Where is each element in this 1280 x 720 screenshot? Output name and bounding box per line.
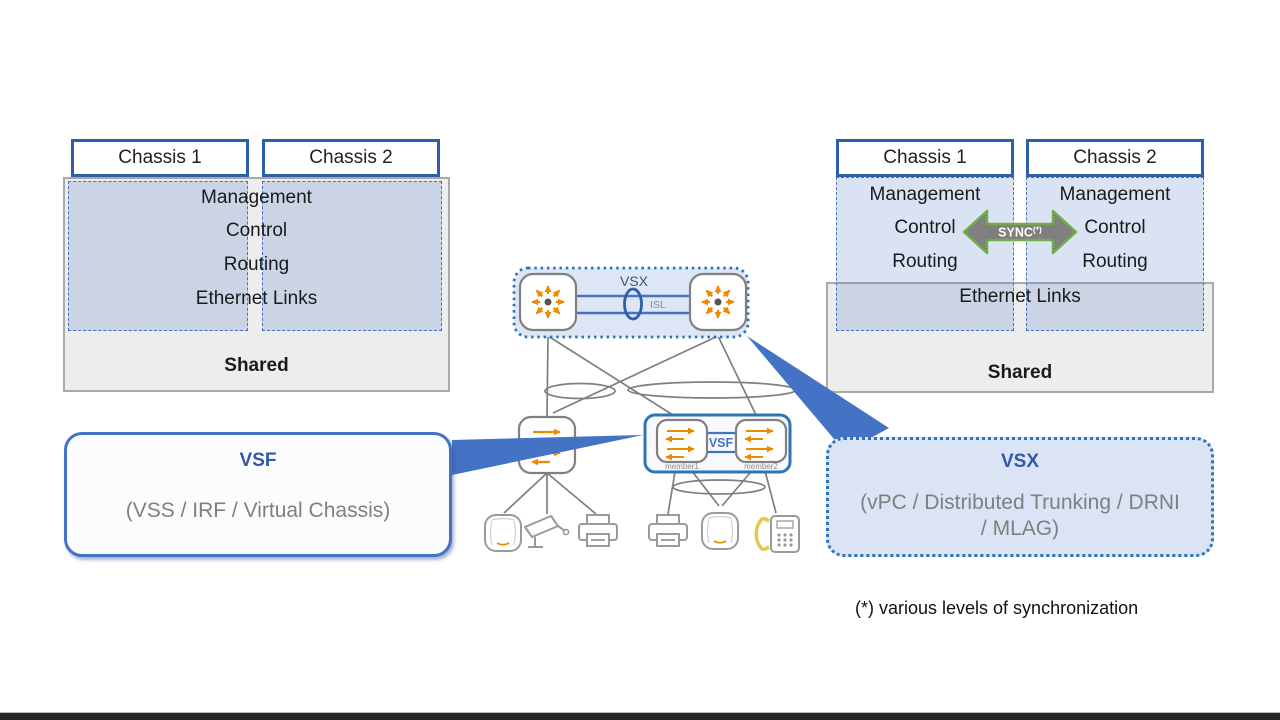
vsx-callout: VSX (vPC / Distributed Trunking / DRNI /…	[826, 437, 1214, 557]
right-c2-control: Control	[1084, 217, 1146, 239]
left-chassis2-tab: Chassis 2	[262, 139, 440, 177]
access-point-1-icon	[484, 514, 522, 552]
left-chassis1-panel	[68, 181, 248, 331]
right-c1-management: Management	[869, 183, 981, 205]
isl-lag-ellipse	[623, 287, 643, 321]
left-shared-box	[63, 177, 450, 392]
left-chassis1-label: Chassis 1	[118, 147, 202, 168]
right-chassis2-tab: Chassis 2	[1026, 139, 1204, 177]
vsx-callout-subtitle: (vPC / Distributed Trunking / DRNI / MLA…	[860, 491, 1180, 541]
right-chassis1-rows: Management Control Routing	[836, 178, 1014, 279]
right-chassis2-rows: Management Control Routing	[1026, 178, 1204, 279]
vsx-callout-beam	[747, 336, 889, 452]
core-switch-2-icon	[688, 272, 748, 332]
isl-links	[576, 287, 690, 321]
vsf-topology-label: VSF	[709, 436, 734, 450]
printer-2-icon	[648, 514, 688, 547]
right-chassis1-label: Chassis 1	[883, 147, 967, 168]
member1-label: member1	[665, 462, 699, 471]
right-c2-routing: Routing	[1082, 250, 1148, 272]
left-shared-rows: Management Control Routing Ethernet Link…	[63, 181, 450, 315]
sync-arrow-shape	[962, 209, 1078, 255]
sync-arrow: SYNC(*)	[962, 204, 1078, 260]
camera-icon	[524, 515, 570, 548]
member2-label: member2	[744, 462, 778, 471]
right-c2-management: Management	[1059, 183, 1171, 205]
left-chassis2-label: Chassis 2	[309, 147, 393, 168]
right-chassis2-label: Chassis 2	[1073, 147, 1157, 168]
sync-label: SYNC	[998, 226, 1033, 240]
core-switch-1-icon	[518, 272, 578, 332]
vsf-member1-icon	[655, 418, 709, 464]
left-chassis1-tab: Chassis 1	[71, 139, 249, 177]
vsx-callout-title: VSX	[1000, 451, 1040, 472]
left-row-ethernet: Ethernet Links	[195, 287, 318, 309]
right-shared-box	[826, 282, 1214, 393]
sync-superscript: (*)	[1033, 225, 1042, 235]
right-c1-control: Control	[894, 217, 956, 239]
left-row-routing: Routing	[223, 253, 290, 275]
right-shared-label: Shared	[987, 362, 1053, 383]
left-shared-label: Shared	[224, 355, 289, 376]
svg-text:SYNC(*): SYNC(*)	[998, 225, 1042, 240]
right-chassis1-tab: Chassis 1	[836, 139, 1014, 177]
vsf-callout-subtitle: (VSS / IRF / Virtual Chassis)	[125, 499, 391, 522]
vsf-callout: VSF (VSS / IRF / Virtual Chassis)	[64, 432, 452, 557]
vsf-links	[708, 431, 735, 454]
footnote: (*) various levels of synchronization	[855, 598, 1139, 618]
vsx-topology-label: VSX	[620, 273, 649, 289]
letterbox-bar	[0, 712, 1280, 720]
vsf-member2-icon	[734, 418, 788, 464]
access-point-2-icon	[701, 512, 739, 550]
printer-1-icon	[578, 514, 618, 547]
isl-label: ISL	[650, 299, 666, 311]
vsf-callout-beam	[452, 435, 643, 475]
lag-ellipse-right	[627, 381, 797, 399]
left-row-management: Management	[201, 186, 312, 208]
right-chassis1-panel	[836, 177, 1014, 331]
left-row-control: Control	[225, 220, 288, 242]
right-c1-routing: Routing	[892, 250, 958, 272]
vsf-callout-title: VSF	[239, 450, 277, 471]
lag-ellipse-left	[544, 382, 616, 400]
ip-phone-icon	[754, 515, 800, 553]
right-ethernet-label: Ethernet Links	[959, 286, 1081, 307]
right-chassis2-panel	[1026, 177, 1204, 331]
lag-ellipse-access	[672, 479, 766, 495]
left-chassis2-panel	[262, 181, 442, 331]
uplink-lines	[546, 335, 758, 418]
